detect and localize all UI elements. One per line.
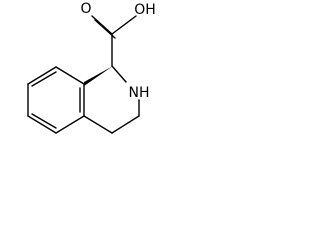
carboxyl-group xyxy=(91,15,137,67)
bond-c3-c4 xyxy=(111,115,140,134)
bond-c7-c8 xyxy=(27,66,57,85)
bond-c4a-c5 xyxy=(55,115,85,134)
atom-label-nh: NH xyxy=(129,85,150,101)
bond-c-o-double-b xyxy=(94,19,116,39)
bond-c-o-double-a xyxy=(91,15,113,35)
bond-c7-c8-inner xyxy=(31,71,57,87)
atom-label-oh: OH xyxy=(134,2,156,18)
bond-c5-c6 xyxy=(27,115,57,134)
benzene-ring-bonds xyxy=(27,66,85,134)
wedge-bond-c1-c8a xyxy=(84,66,113,86)
bond-c4-c4a xyxy=(83,115,113,134)
atom-label-o-carbonyl: O xyxy=(80,1,91,17)
bond-c1-n xyxy=(111,65,127,83)
bond-c8-c8a xyxy=(55,66,85,85)
piperidine-ring-bonds xyxy=(83,65,140,134)
bond-c5-c6-inner xyxy=(31,113,57,129)
chemical-structure-diagram: O OH NH xyxy=(27,1,156,134)
bond-c-oh xyxy=(111,15,137,35)
